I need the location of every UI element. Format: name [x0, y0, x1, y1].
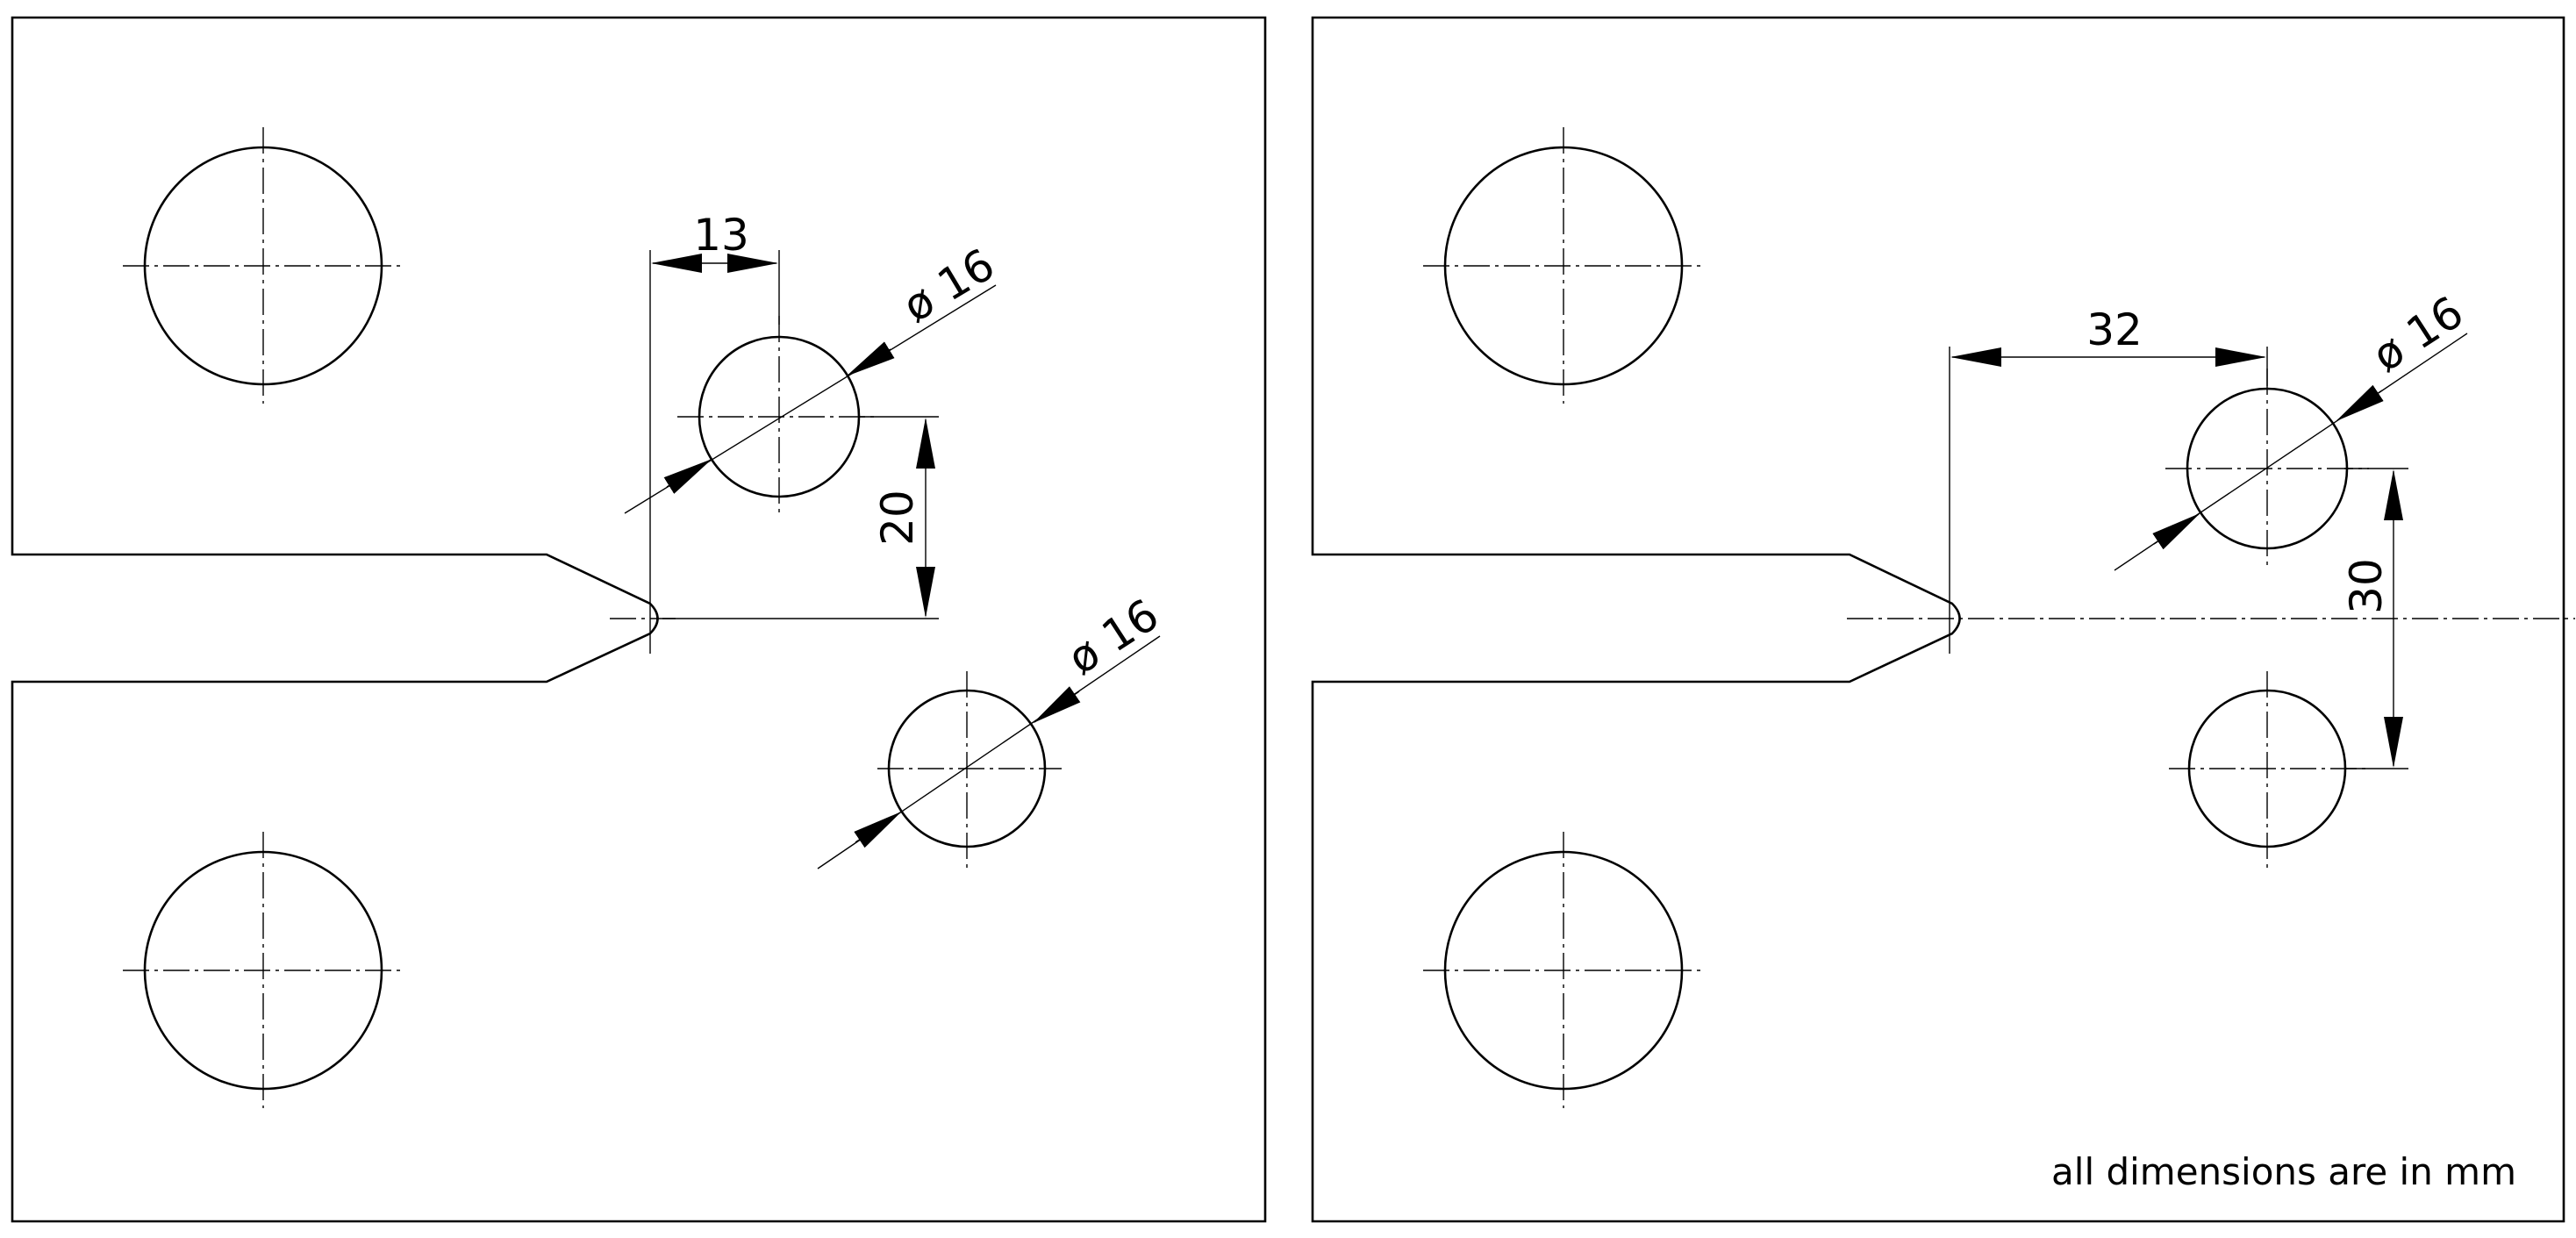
left-dim-13-label: 13	[693, 210, 749, 261]
left-hole-lower-small	[877, 671, 1062, 869]
left-dia-upper-label: ø 16	[894, 239, 1003, 332]
left-dim-13: 13	[649, 210, 780, 654]
right-hole-upper-small	[2165, 369, 2369, 570]
left-dia-lower-label: ø 16	[1059, 589, 1168, 684]
left-dim-20: 20	[662, 416, 939, 619]
right-dim-dia-upper: ø 16	[2114, 286, 2472, 571]
left-hole-bottom-left	[123, 832, 404, 1108]
left-specimen-outline	[11, 16, 1267, 1223]
right-specimen-outline	[1311, 16, 2565, 1223]
left-dim-dia-lower: ø 16	[817, 589, 1168, 869]
right-dim-30-label: 30	[2341, 558, 2392, 614]
left-hole-upper-small	[677, 316, 879, 518]
right-hole-lower-small	[2169, 671, 2369, 869]
right-dim-30: 30	[2341, 468, 2408, 769]
left-dim-dia-upper: ø 16	[624, 239, 1003, 514]
right-hole-bottom-left	[1423, 832, 1704, 1108]
right-dim-32-label: 32	[2086, 304, 2143, 355]
right-hole-top-left	[1423, 127, 1704, 404]
right-dim-32: 32	[1949, 304, 2268, 654]
right-dia-upper-label: ø 16	[2364, 286, 2472, 382]
left-hole-top-left	[123, 127, 404, 404]
left-dim-20-label: 20	[872, 490, 923, 546]
right-view: 32 30 ø 16 all dimensions are in mm	[1311, 16, 2575, 1223]
units-note: all dimensions are in mm	[2051, 1150, 2516, 1193]
left-view: 13 20 ø 16 ø 16	[11, 16, 1267, 1223]
